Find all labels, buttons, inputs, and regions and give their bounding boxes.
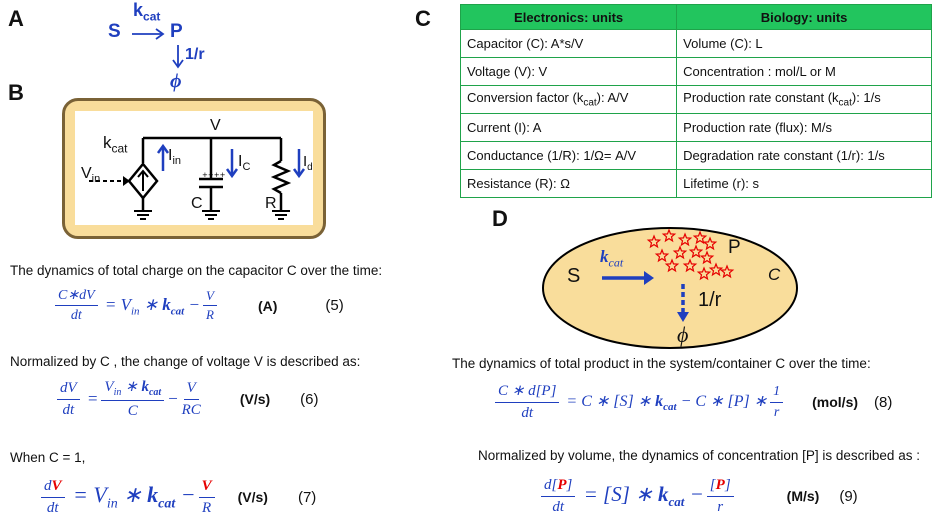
star-icon — [682, 258, 698, 273]
star-icon — [699, 250, 715, 265]
cell-label-kcat: kcat — [600, 247, 624, 270]
star-icon — [708, 262, 724, 277]
cell-label-rate: 1/r — [698, 289, 722, 311]
circuit-panel: ++++ kcat V Vin Iin IC Id C R — [62, 98, 326, 239]
reaction-kcat: kcat — [133, 0, 161, 24]
panel-label-d: D — [492, 206, 508, 231]
description-eq9: Normalized by volume, the dynamics of co… — [478, 448, 920, 463]
table-cell-biology: Degradation rate constant (1/r): 1/s — [676, 141, 932, 170]
panel-label-c: C — [415, 6, 431, 31]
equation-9: d[P]dt = [S] ∗ kcat − [P]r (M/s) (9) — [538, 477, 858, 515]
degradation-arrow-icon — [172, 45, 184, 69]
degradation-rate: 1/r — [185, 46, 205, 63]
table-cell-electronics: Conversion factor (kcat): A/V — [459, 85, 678, 114]
circuit-canvas: ++++ kcat V Vin Iin IC Id C R — [75, 111, 313, 225]
star-icon — [677, 232, 693, 247]
table-cell-biology: Production rate constant (kcat): 1/s — [676, 85, 932, 114]
table-cell-biology: Lifetime (r): s — [676, 169, 932, 198]
panel-label-a: A — [8, 6, 24, 31]
star-icon — [688, 244, 704, 259]
star-icon — [702, 236, 718, 251]
description-eq5: The dynamics of total charge on the capa… — [10, 263, 383, 278]
star-icon — [646, 234, 662, 249]
table-cell-electronics: Resistance (R): Ω — [459, 169, 678, 198]
product-molecules — [646, 228, 735, 281]
cell-label-c: C — [768, 265, 781, 284]
cell-label-s: S — [567, 265, 581, 287]
description-eq6: Normalized by C , the change of voltage … — [10, 354, 361, 369]
star-icon — [654, 248, 670, 263]
table-cell-biology: Concentration : mol/L or M — [676, 57, 932, 86]
star-icon — [719, 264, 735, 279]
panel-label-b: B — [8, 80, 24, 105]
table-cell-electronics: Voltage (V): V — [459, 57, 678, 86]
reaction-substrate: S — [108, 21, 121, 42]
table-cell-electronics: Conductance (1/R): 1/Ω= A/V — [459, 141, 678, 170]
circuit-label-r: R — [265, 195, 277, 212]
cell-label-p: P — [728, 237, 741, 258]
reaction-arrow-icon — [132, 28, 165, 40]
star-icon — [692, 230, 708, 245]
cell-diagram — [542, 227, 798, 349]
circuit-label-c: C — [191, 195, 203, 212]
table-cell-electronics: Capacitor (C): A*s/V — [459, 29, 678, 58]
cell-label-phi: ϕ — [677, 322, 689, 347]
circuit-label-vin: Vin — [81, 165, 101, 186]
reaction-phi: ϕ — [170, 70, 182, 92]
table-cell-biology: Production rate (flux): M/s — [676, 113, 932, 142]
circuit-label-id: Id — [303, 153, 313, 173]
table-header-biology: Biology: units — [676, 4, 932, 30]
circuit-diagram: ++++ — [89, 136, 306, 220]
circuit-label-ic: IC — [238, 153, 251, 174]
star-icon — [672, 245, 688, 260]
circuit-label-kcat: kcat — [103, 133, 128, 156]
star-icon — [661, 228, 677, 243]
circuit-label-iin: Iin — [168, 147, 182, 168]
star-icon — [664, 258, 680, 273]
units-table: Electronics: units Biology: units Capaci… — [459, 4, 932, 198]
reaction-product: P — [170, 21, 183, 42]
star-icon — [696, 266, 712, 281]
table-cell-electronics: Current (I): A — [459, 113, 678, 142]
description-eq8: The dynamics of total product in the sys… — [452, 356, 871, 371]
svg-text:++++: ++++ — [202, 171, 226, 179]
equation-8: C ∗ d[P]dt = C ∗ [S] ∗ kcat − C ∗ [P] ∗ … — [492, 383, 892, 421]
circuit-label-v: V — [210, 117, 221, 134]
description-eq7: When C = 1, — [10, 450, 86, 465]
table-header-electronics: Electronics: units — [459, 4, 678, 30]
table-cell-biology: Volume (C): L — [676, 29, 932, 58]
